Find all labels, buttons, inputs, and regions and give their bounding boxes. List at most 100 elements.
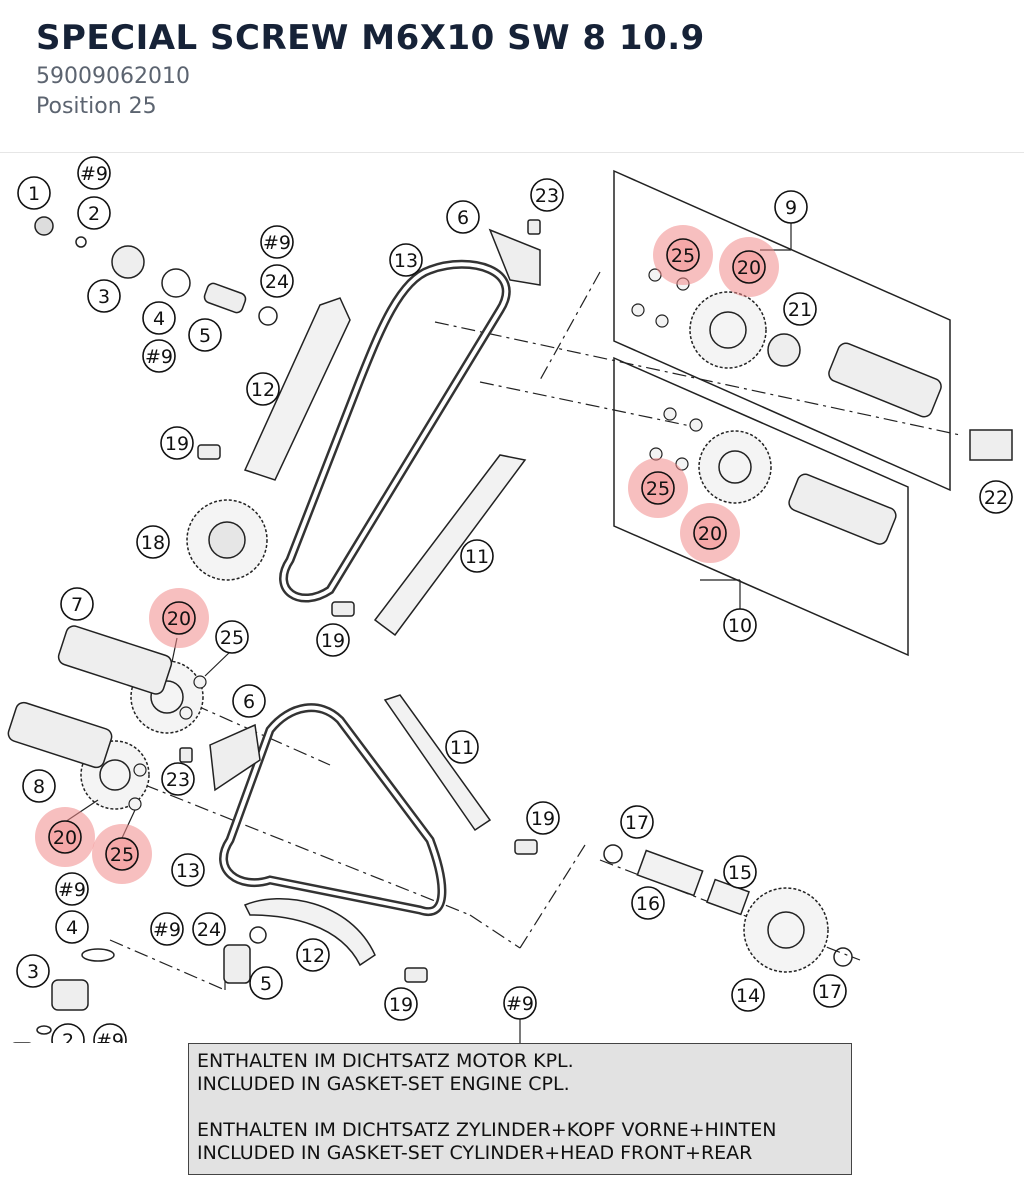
callout-20: 20 bbox=[162, 601, 196, 635]
oring-4-top bbox=[161, 268, 191, 298]
callout-13: 13 bbox=[171, 853, 205, 887]
callout-label: 14 bbox=[736, 985, 760, 1007]
callout-11: 11 bbox=[460, 539, 494, 573]
callout-9: 9 bbox=[774, 190, 808, 224]
callout-20: 20 bbox=[48, 820, 82, 854]
callout-hash-9: #9 bbox=[93, 1023, 127, 1043]
callout-label: 19 bbox=[389, 994, 413, 1016]
callout-label: 18 bbox=[141, 532, 165, 554]
callout-label: 20 bbox=[737, 257, 761, 279]
gear-14 bbox=[743, 887, 829, 973]
callout-25: 25 bbox=[641, 471, 675, 505]
callout-label: 23 bbox=[166, 769, 190, 791]
callout-label: 23 bbox=[535, 185, 559, 207]
camshaft-box-10 bbox=[613, 356, 909, 657]
callout-24: 24 bbox=[192, 912, 226, 946]
callout-label: 4 bbox=[66, 917, 78, 939]
callout-label: 1 bbox=[28, 183, 40, 205]
callout-label: #9 bbox=[506, 993, 534, 1015]
callout-label: 9 bbox=[785, 197, 797, 219]
callout-label: #9 bbox=[263, 232, 291, 254]
sprocket-upper-cam bbox=[689, 291, 767, 369]
callout-12: 12 bbox=[296, 938, 330, 972]
callout-19: 19 bbox=[384, 987, 418, 1021]
bolt-19-d bbox=[404, 967, 428, 983]
callout-label: 13 bbox=[394, 250, 418, 272]
callout-label: 10 bbox=[728, 615, 752, 637]
callout-25: 25 bbox=[105, 837, 139, 871]
callout-5: 5 bbox=[249, 966, 283, 1000]
plug-1-top bbox=[34, 216, 54, 236]
sensor-22 bbox=[969, 429, 1013, 461]
callout-label: 8 bbox=[33, 776, 45, 798]
camshaft-7 bbox=[57, 625, 173, 695]
callout-hash-9: #9 bbox=[260, 225, 294, 259]
note-line: ENTHALTEN IM DICHTSATZ MOTOR KPL. bbox=[197, 1050, 574, 1072]
callout-label: 17 bbox=[818, 981, 842, 1003]
oring-4-bottom bbox=[81, 948, 115, 962]
sprocket-lower-cam bbox=[698, 430, 772, 504]
callout-23: 23 bbox=[161, 762, 195, 796]
tensioner-rail-12-upper bbox=[243, 297, 351, 481]
guide-rail-11-upper bbox=[373, 454, 527, 637]
callout-label: #9 bbox=[80, 163, 108, 185]
callout-hash-9: #9 bbox=[55, 872, 89, 906]
callout-16: 16 bbox=[631, 886, 665, 920]
camshaft-box-9 bbox=[613, 169, 951, 492]
bolt-19-a bbox=[197, 444, 221, 460]
callout-label: 2 bbox=[88, 203, 100, 225]
callout-label: #9 bbox=[58, 879, 86, 901]
piston-5-bottom bbox=[223, 944, 251, 984]
washer-17-a bbox=[603, 844, 623, 864]
callout-20: 20 bbox=[732, 250, 766, 284]
callout-label: 2 bbox=[62, 1030, 74, 1043]
camshaft-lower bbox=[788, 473, 897, 545]
gasket-set-note: ENTHALTEN IM DICHTSATZ MOTOR KPL. INCLUD… bbox=[188, 1043, 852, 1175]
oring-2-top bbox=[75, 236, 87, 248]
callout-23: 23 bbox=[530, 178, 564, 212]
callout-label: 25 bbox=[671, 245, 695, 267]
tensioner-rail-12-lower bbox=[243, 897, 376, 967]
callout-label: #9 bbox=[145, 346, 173, 368]
note-line: INCLUDED IN GASKET-SET CYLINDER+HEAD FRO… bbox=[197, 1142, 753, 1164]
callout-11: 11 bbox=[445, 730, 479, 764]
callout-1: 1 bbox=[17, 176, 51, 210]
callout-25: 25 bbox=[666, 238, 700, 272]
valve-3-bottom bbox=[51, 979, 89, 1011]
part-header: SPECIAL SCREW M6X10 SW 8 10.9 5900906201… bbox=[0, 0, 1024, 153]
callout-7: 7 bbox=[60, 587, 94, 621]
callout-label: 3 bbox=[98, 286, 110, 308]
note-line: INCLUDED IN GASKET-SET ENGINE CPL. bbox=[197, 1073, 570, 1095]
part-title: SPECIAL SCREW M6X10 SW 8 10.9 bbox=[36, 18, 705, 58]
oring-2-bottom bbox=[36, 1025, 52, 1035]
tensioner-6-lower bbox=[209, 723, 261, 792]
callout-17: 17 bbox=[620, 805, 654, 839]
callout-label: 22 bbox=[984, 487, 1008, 509]
callout-4: 4 bbox=[142, 301, 176, 335]
callout-5: 5 bbox=[188, 318, 222, 352]
gear-21 bbox=[767, 333, 801, 367]
callout-label: 25 bbox=[220, 627, 244, 649]
oring-24-bottom bbox=[249, 926, 267, 944]
callout-label: 5 bbox=[199, 325, 211, 347]
callout-8: 8 bbox=[22, 769, 56, 803]
callout-hash-9: #9 bbox=[150, 912, 184, 946]
part-position: Position 25 bbox=[36, 94, 157, 119]
callout-label: 13 bbox=[176, 860, 200, 882]
camshaft-upper bbox=[828, 342, 942, 418]
callout-3: 3 bbox=[87, 279, 121, 313]
callout-label: 12 bbox=[251, 379, 275, 401]
callout-14: 14 bbox=[731, 978, 765, 1012]
part-number: 59009062010 bbox=[36, 64, 190, 89]
callout-2: 2 bbox=[77, 196, 111, 230]
callout-18: 18 bbox=[136, 525, 170, 559]
bolt-19-b bbox=[331, 601, 355, 617]
callout-label: 20 bbox=[167, 608, 191, 630]
callout-label: 25 bbox=[110, 844, 134, 866]
callout-hash-9: #9 bbox=[77, 156, 111, 190]
callout-label: 6 bbox=[243, 691, 255, 713]
callout-22: 22 bbox=[979, 480, 1013, 514]
callout-labels: 1#9234#95#924623131219189252021222520101… bbox=[16, 156, 1013, 1043]
callout-label: #9 bbox=[96, 1030, 124, 1043]
callout-2: 2 bbox=[51, 1023, 85, 1043]
